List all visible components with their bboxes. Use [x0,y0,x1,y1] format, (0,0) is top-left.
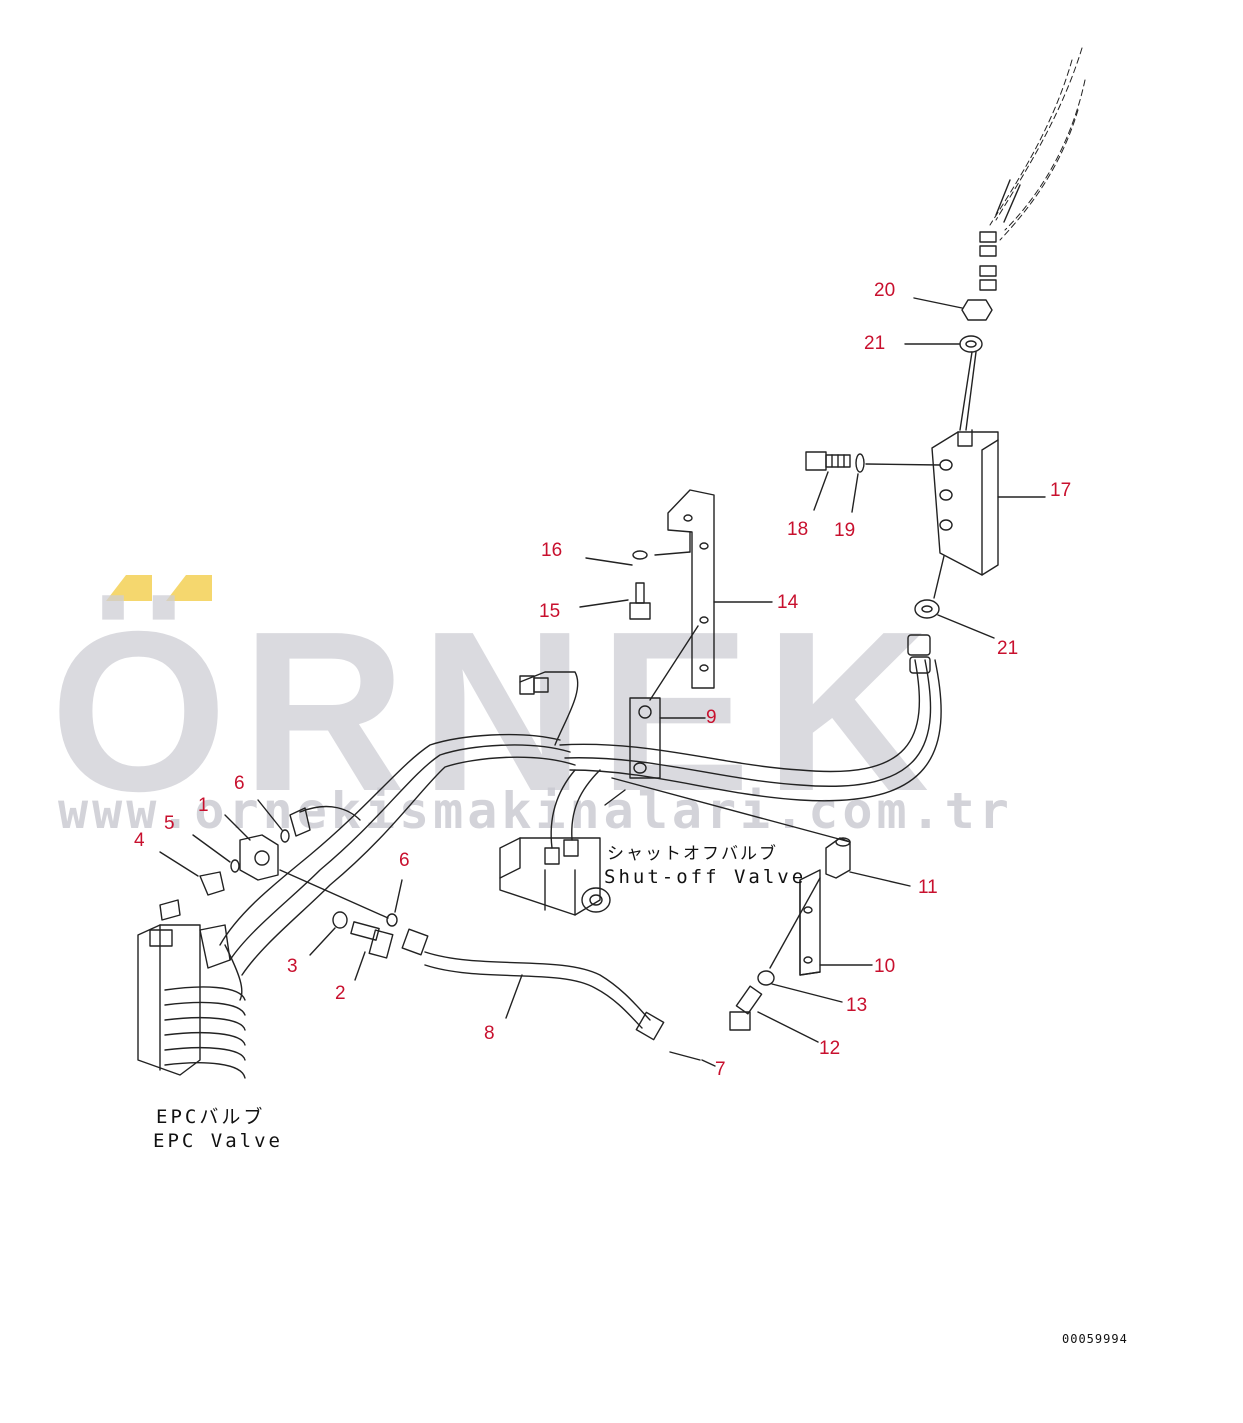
callout-19: 19 [834,520,856,541]
callout-6b: 6 [399,850,410,871]
watermark-accent-right [166,575,212,601]
watermark-accent-left [106,575,152,601]
callout-11: 11 [918,877,938,898]
callout-15: 15 [539,601,561,622]
callout-6a: 6 [234,773,245,794]
callout-18: 18 [787,519,809,540]
callout-8: 8 [484,1023,495,1044]
callout-7: 7 [715,1059,726,1080]
callout-21b: 21 [997,638,1019,659]
shutoff-valve-label-en: Shut-off Valve [604,866,807,888]
watermark-brand: ÖRNEK [50,585,944,839]
callout-12: 12 [819,1038,841,1059]
callout-10: 10 [874,956,896,977]
callout-17: 17 [1050,480,1072,501]
callout-16: 16 [541,540,563,561]
watermark-url: www.ornekismakinalari.com.tr [58,782,1013,840]
callout-4: 4 [134,830,145,851]
shutoff-valve-label-jp: シャットオフバルブ [607,844,778,864]
document-number: 00059994 [1062,1332,1128,1346]
callout-13: 13 [846,995,868,1016]
callout-5: 5 [164,813,175,834]
callout-9: 9 [706,707,717,728]
epc-valve-label-jp: EPCバルブ [156,1106,266,1128]
callout-3: 3 [287,956,298,977]
callout-20: 20 [874,280,896,301]
callout-2: 2 [335,983,346,1004]
epc-valve-label-en: EPC Valve [153,1130,283,1152]
callout-14: 14 [777,592,799,613]
callout-1: 1 [198,795,209,816]
callout-21a: 21 [864,333,886,354]
